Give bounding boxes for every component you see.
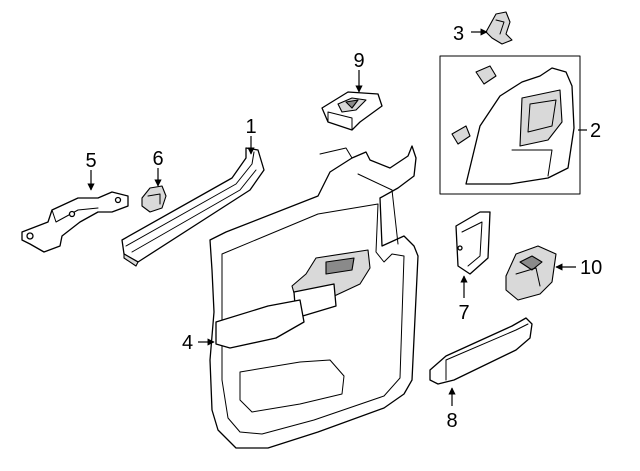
part-9-switch bbox=[321, 91, 383, 131]
callout-6: 6 bbox=[152, 148, 163, 170]
callout-8: 8 bbox=[446, 410, 457, 432]
part-8-armrest-pad bbox=[429, 317, 533, 385]
callout-4: 4 bbox=[182, 332, 193, 354]
part-10-switch bbox=[505, 245, 557, 301]
callout-5: 5 bbox=[85, 150, 96, 172]
part-4-door-trim-panel bbox=[209, 145, 419, 449]
part-1-rail bbox=[121, 147, 265, 267]
callout-10: 10 bbox=[580, 257, 602, 279]
callout-1: 1 bbox=[245, 116, 256, 138]
callout-9: 9 bbox=[353, 50, 364, 72]
callout-3: 3 bbox=[453, 23, 464, 45]
part-5-bracket bbox=[21, 191, 129, 253]
part-7-cover bbox=[455, 211, 491, 275]
part-3-clip bbox=[485, 11, 513, 45]
callout-7: 7 bbox=[458, 302, 469, 324]
part-2-trim-box bbox=[439, 55, 581, 195]
part-6-clip bbox=[141, 185, 167, 213]
callout-2: 2 bbox=[590, 120, 601, 142]
